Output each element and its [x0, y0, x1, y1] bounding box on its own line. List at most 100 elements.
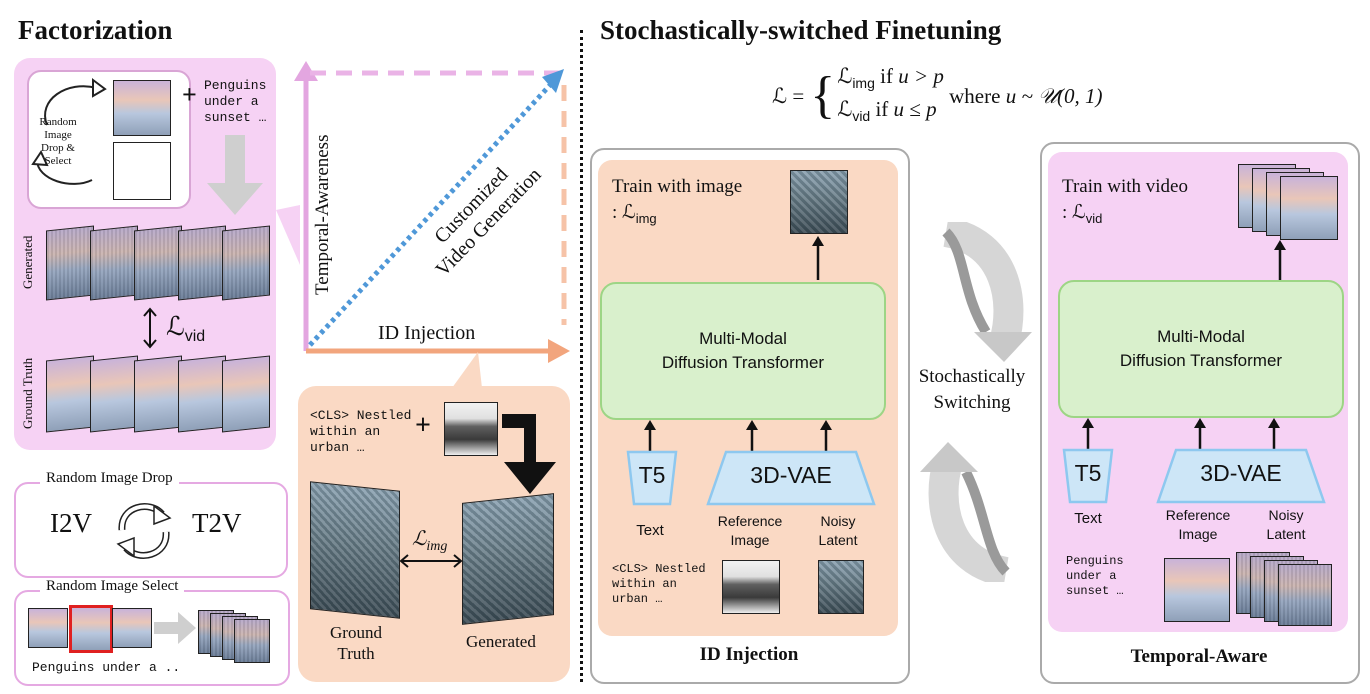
generated-frame	[90, 225, 138, 301]
up-arrow-icon	[812, 236, 824, 280]
vae-encoder-shape	[706, 450, 876, 506]
up-arrow-icon	[644, 420, 656, 452]
vae-encoder-shape	[1156, 448, 1326, 504]
t5-encoder-shape	[1062, 448, 1114, 504]
mm-diffusion-transformer-right: Multi-Modal Diffusion Transformer	[1058, 280, 1344, 418]
random-label-line2: Image	[44, 129, 72, 141]
train-image-loss: ℒ	[622, 202, 636, 223]
id-panel-prompt: <CLS> Nestled within an urban …	[612, 562, 706, 607]
id-prompt-line2: within an	[310, 424, 381, 439]
t5-label: T5	[1074, 460, 1102, 486]
i2v-label: I2V	[50, 508, 92, 538]
panel-prompt-line2: under a	[1066, 569, 1117, 583]
formula-lhs: ℒ =	[772, 83, 805, 108]
noisy-latent-image	[818, 560, 864, 614]
train-video-loss-sub: vid	[1085, 210, 1103, 226]
panel-prompt-line1: Penguins	[1066, 554, 1124, 568]
case2-loss: ℒ	[837, 97, 853, 121]
ground-truth-row-label: Ground Truth	[20, 357, 35, 429]
case1-sub: img	[852, 75, 875, 91]
noisy-line1: Noisy	[820, 513, 856, 529]
text-input-label: Text	[1074, 510, 1102, 527]
penguin-prompt: Penguins under a sunset …	[204, 78, 266, 126]
random-drop-title: Random Image Drop	[40, 470, 179, 487]
generated-train-image	[462, 493, 554, 625]
up-arrow-icon	[1268, 418, 1280, 450]
t5-encoder-shape	[626, 450, 678, 506]
reference-penguin-image	[1164, 558, 1230, 622]
train-image-loss-sub: img	[635, 210, 657, 226]
generated-frame	[46, 225, 94, 301]
formula-brace-icon: {	[810, 67, 836, 124]
id-callout-prompt: <CLS> Nestled within an urban …	[310, 408, 411, 456]
t5-label: T5	[638, 462, 666, 488]
formula-distribution: u ~ 𝒰(0, 1)	[1005, 83, 1103, 108]
up-arrow-icon	[820, 420, 832, 452]
peach-callout-pointer	[452, 352, 482, 388]
diagonal-arrow-icon	[542, 69, 564, 93]
noisy-video-frame	[1278, 564, 1332, 626]
loss-vid-label: ℒvid	[166, 312, 205, 346]
ground-truth-frame	[46, 355, 94, 433]
noisy-line1: Noisy	[1268, 507, 1304, 523]
generated-frame	[134, 225, 182, 301]
id-loss-subscript: img	[426, 539, 448, 554]
mm-diffusion-transformer-left: Multi-Modal Diffusion Transformer	[600, 282, 886, 420]
down-arrow-grey-icon	[207, 135, 263, 215]
reference-image-label: Reference Image	[1150, 506, 1246, 544]
transformer-line1: Multi-Modal	[699, 329, 787, 348]
loss-subscript: vid	[184, 328, 206, 346]
ref-line1: Reference	[717, 513, 783, 529]
pink-callout-pointer	[276, 205, 300, 265]
select-video-frame	[234, 619, 270, 663]
ground-truth-frame	[222, 355, 270, 433]
train-video-loss: ℒ	[1072, 202, 1086, 223]
transformer-line2: Diffusion Transformer	[661, 353, 825, 372]
up-arrow-icon	[746, 420, 758, 452]
prompt-line1: Penguins	[204, 78, 267, 93]
noisy-latent-label: Noisy Latent	[808, 512, 868, 550]
ground-truth-frame	[178, 355, 226, 433]
loss-symbol: ℒ	[166, 312, 185, 341]
temporal-awareness-axis-label: Temporal-Awareness	[312, 134, 333, 296]
prompt-line3: sunset …	[204, 110, 267, 125]
train-video-line2: : ℒvid	[1062, 200, 1188, 232]
panel-prompt-line1: <CLS> Nestled	[612, 562, 706, 576]
random-image-label: Random Image Drop & Select	[30, 116, 86, 168]
ssf-title: Stochastically-switched Finetuning	[600, 15, 1002, 45]
colon: :	[1062, 202, 1073, 223]
case1-if: if	[874, 63, 899, 88]
train-image-line1: Train with image	[612, 176, 743, 197]
empty-image-slot	[113, 142, 171, 200]
temporal-aware-footer: Temporal-Aware	[1130, 646, 1268, 667]
prompt-line2: under a	[204, 94, 259, 109]
formula-case2: ℒvid if u ≤ p	[837, 96, 944, 129]
generated-row-label: Generated	[20, 235, 35, 289]
loss-formula: ℒ = { ℒimg if u > p ℒvid if u ≤ p where …	[772, 63, 1103, 129]
random-image-drop-box	[14, 482, 288, 578]
gt-line1: Ground	[330, 623, 382, 642]
temporal-panel-prompt: Penguins under a sunset …	[1066, 554, 1124, 599]
case2-if: if	[870, 97, 894, 121]
train-with-image-label: Train with image : ℒimg	[612, 174, 742, 232]
swap-cycle-icon	[116, 503, 172, 559]
switch-cycle-icon	[920, 222, 1032, 582]
random-select-title: Random Image Select	[40, 578, 185, 595]
transformer-line2: Diffusion Transformer	[1119, 351, 1283, 370]
reference-train-image	[722, 560, 780, 614]
generated-frame	[222, 225, 270, 301]
panel-prompt-line3: urban …	[612, 592, 663, 606]
ground-truth-train-image	[310, 481, 400, 619]
vae-label: 3D-VAE	[1200, 460, 1282, 486]
up-arrow-icon	[294, 61, 318, 81]
generated-frame	[178, 225, 226, 301]
switch-line1: Stochastically	[918, 366, 1026, 387]
noisy-latent-label: Noisy Latent	[1256, 506, 1316, 544]
case2-sub: vid	[852, 108, 871, 125]
select-prompt: Penguins under a ..	[32, 660, 181, 675]
vae-label: 3D-VAE	[750, 462, 832, 488]
formula-case1: ℒimg if u > p	[837, 63, 944, 96]
generated-label: Generated	[466, 632, 536, 651]
ref-line1: Reference	[1165, 507, 1231, 523]
select-frame-1	[28, 608, 68, 648]
